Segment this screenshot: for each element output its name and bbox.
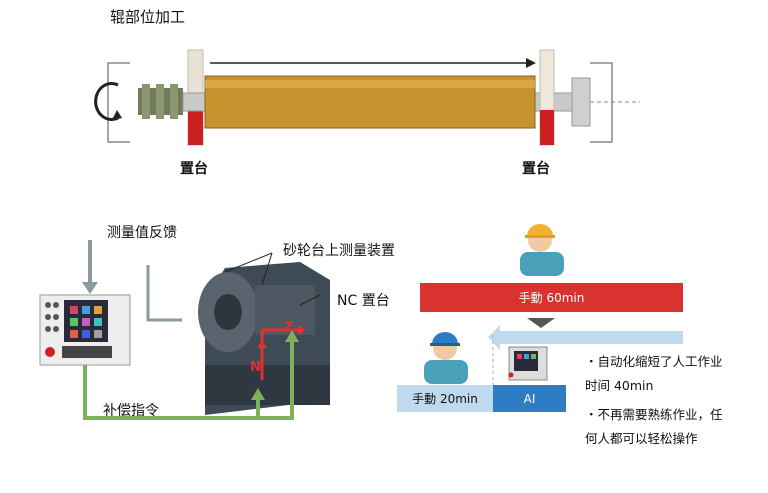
note-2-line-1: ・不再需要熟练作业，任 [585, 407, 723, 422]
note-1-line-1: ・自动化缩短了人工作业 [585, 354, 723, 369]
feedback-label: 测量值反馈 [107, 225, 177, 241]
worker-bottom-icon [424, 332, 468, 384]
time-reduction-arrow [500, 331, 683, 344]
roll-section-title: 辊部位加工 [110, 8, 186, 26]
manual-60-bar: 手動 60min [420, 283, 683, 312]
axis-n-label: N [250, 360, 261, 375]
reduce-arrow [527, 318, 555, 328]
right-stand-red [540, 110, 554, 145]
manual-20-bar: 手動 20min [397, 385, 493, 412]
note-2-line-2: 何人都可以轻松操作 [585, 431, 698, 446]
left-chuck-frame [107, 62, 130, 143]
ai-bar: AI [493, 385, 566, 412]
worker-top-icon [520, 224, 564, 276]
left-stand-label: 置台 [180, 161, 208, 177]
compensation-arrow [83, 340, 294, 420]
left-stand-red [188, 110, 203, 145]
compensation-label: 补偿指令 [103, 403, 159, 419]
axis-z-label: Z [284, 320, 294, 335]
rotation-arrowhead [112, 110, 122, 120]
emergency-stop-icon [45, 347, 55, 357]
rotation-arrow-icon [94, 82, 119, 121]
nc-stand-label: NC 置台 [337, 293, 390, 309]
note-1-line-2: 时间 40min [585, 378, 654, 393]
gauge-label: 砂轮台上测量装置 [283, 243, 395, 259]
right-stand-label: 置台 [522, 161, 550, 177]
